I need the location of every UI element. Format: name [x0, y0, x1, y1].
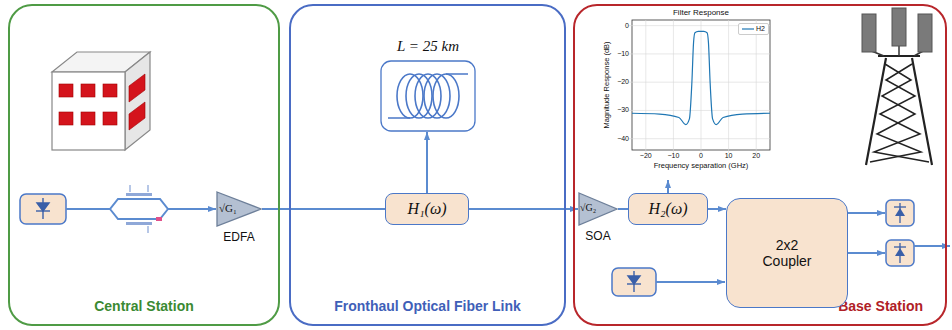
- fiber-connector: [426, 132, 428, 193]
- amplifier-triangle: √G₁EDFA: [216, 191, 262, 249]
- node-label: √G₂: [580, 202, 596, 214]
- building-windows: [59, 74, 145, 130]
- building-front: [52, 72, 125, 150]
- base-station-panel: Base StationH2Filter Response√G₂SOAH₂(ω)…: [573, 4, 947, 326]
- legend-line-sample: [742, 26, 754, 32]
- tick-label: −40: [617, 135, 629, 143]
- modulator-arms: [100, 199, 178, 219]
- antenna-panel: [892, 8, 906, 46]
- fiber-line: [656, 281, 725, 283]
- tick-label: 0: [699, 152, 703, 160]
- node-label: H₁(ω): [407, 200, 446, 218]
- laser-box: [612, 268, 656, 296]
- mach-zehnder-modulator: [100, 185, 178, 233]
- grid-line: [629, 110, 770, 111]
- fiber-connector: [469, 208, 578, 210]
- fiber-connector: [618, 208, 628, 210]
- panel-title: Base Station: [838, 298, 923, 314]
- tick-label: −10: [617, 50, 629, 58]
- node-caption: SOA: [570, 230, 626, 244]
- filter-response-plot: H2 Filter Response: [598, 6, 776, 180]
- node-label: L = 25 km: [370, 38, 486, 55]
- laser-source: [20, 194, 66, 224]
- amplifier-triangle: √G₂SOA: [578, 192, 618, 248]
- node-label: √G₁: [219, 202, 237, 215]
- electrode: [126, 222, 152, 225]
- antenna-tower: [862, 8, 932, 165]
- grid-line: [673, 20, 674, 153]
- fiber-spool-outline: [380, 60, 476, 132]
- node-label: H₂(ω): [648, 200, 687, 218]
- tick-label: −20: [617, 78, 629, 86]
- fronthaul-panel: Fronthaul Optical Fiber Link L = 25 km H₁(…: [289, 4, 566, 326]
- tick-label: 0: [625, 22, 629, 30]
- grid-line: [756, 20, 757, 153]
- grid-line: [701, 20, 702, 153]
- fiber-connector: [667, 180, 669, 193]
- bias-mark: [156, 217, 162, 221]
- fiber-connector: [262, 208, 385, 210]
- laser-box: [20, 194, 66, 224]
- legend-text: H2: [756, 25, 765, 33]
- transfer-function-box: H₂(ω): [628, 193, 708, 225]
- local-oscillator-laser: [612, 268, 656, 296]
- fiber-spool: L = 25 km: [380, 38, 476, 132]
- tick-label: 20: [752, 152, 760, 160]
- electrode: [126, 193, 152, 196]
- tower-braces: [874, 64, 929, 162]
- grid-line: [629, 82, 770, 83]
- axis-label: Magnitude Response (dB): [603, 41, 612, 128]
- grid-line: [728, 20, 729, 153]
- spool-frame: [381, 61, 475, 131]
- axis-label: Frequency separation (GHz): [654, 162, 749, 171]
- fiber-lead: [388, 74, 468, 118]
- grid-line: [645, 20, 646, 153]
- response-curve: [632, 31, 770, 124]
- laser-diode-symbol: [627, 271, 641, 292]
- photodiode: [886, 240, 914, 266]
- central-station-panel: Central Station√G₁EDFA: [8, 4, 280, 326]
- tick-label: −10: [667, 152, 679, 160]
- fiber-line: [848, 252, 885, 254]
- antenna-mounts: [869, 46, 925, 56]
- building-icon: [52, 52, 150, 150]
- transfer-function-box: H₁(ω): [385, 193, 469, 225]
- panel-title: Central Station: [10, 298, 278, 314]
- grid-line: [629, 53, 770, 54]
- tick-label: −20: [640, 152, 652, 160]
- fiber-line: [66, 208, 100, 210]
- photodiode: [886, 200, 914, 226]
- panel-title: Fronthaul Optical Fiber Link: [291, 298, 564, 314]
- grid-line: [629, 138, 770, 139]
- node-caption: EDFA: [208, 231, 270, 245]
- fiber-line: [848, 212, 885, 214]
- fiber-connector: [708, 208, 726, 210]
- coupler-box: 2x2 Coupler: [726, 198, 848, 308]
- antenna-panel: [862, 14, 876, 52]
- output-line: [914, 245, 950, 247]
- antenna-panel: [918, 14, 932, 52]
- node-label: 2x2 Coupler: [756, 237, 818, 269]
- plot-legend: H2: [738, 23, 769, 35]
- tick-label: −30: [617, 106, 629, 114]
- fiber-line: [178, 208, 216, 210]
- node-label: Filter Response: [632, 8, 770, 17]
- tick-label: 10: [725, 152, 733, 160]
- amplifier-outline: [579, 193, 617, 225]
- building-side: [125, 52, 150, 150]
- tower-braces: [870, 64, 921, 162]
- electrode-leads: [130, 185, 148, 233]
- tower-legs: [866, 56, 932, 165]
- fiber-winding: [433, 74, 459, 118]
- laser-diode-symbol: [36, 198, 50, 219]
- amplifier-outline: [217, 192, 261, 226]
